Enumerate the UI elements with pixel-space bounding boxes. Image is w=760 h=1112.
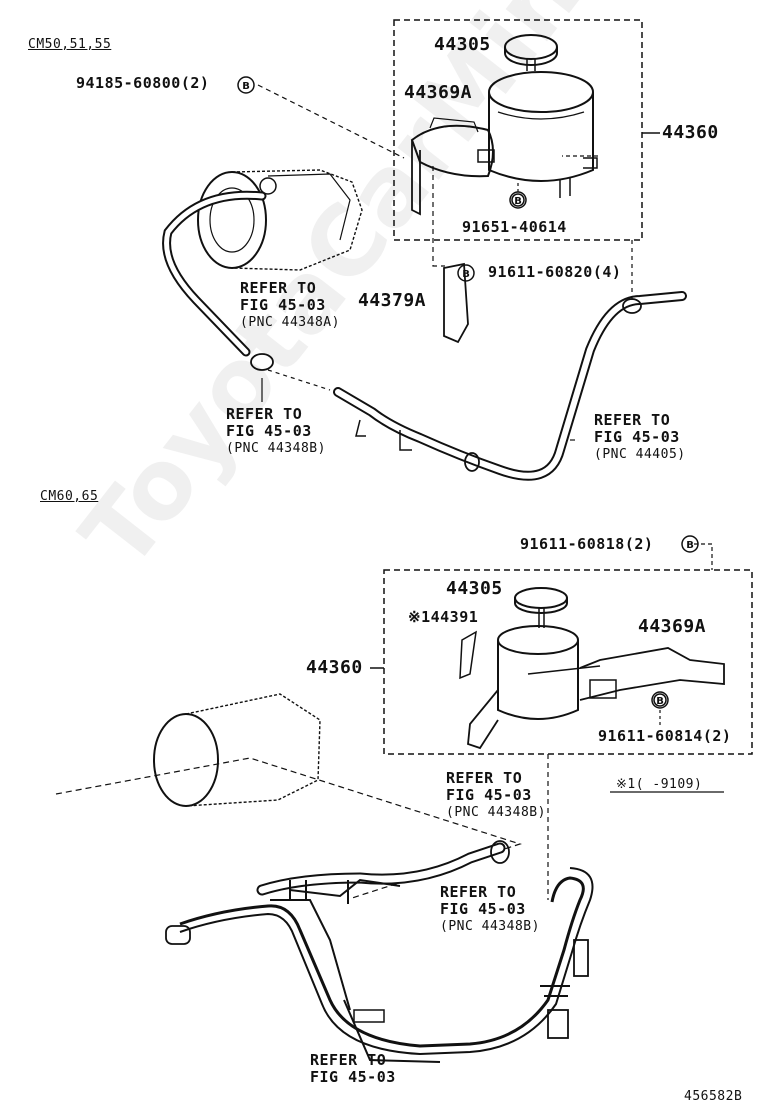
part-label-44305-bottom: 44305 [446,578,503,599]
figure-id: 456582B [684,1089,743,1104]
part-label-91611-60818: 91611-60818(2) [520,535,654,553]
refer-note-top-2: REFER TO FIG 45-03 (PNC 44348B) [226,406,326,457]
refer-fig: FIG 45-03 [240,296,326,314]
refer-line: REFER TO [226,405,303,423]
part-label-44360-top: 44360 [662,122,719,143]
pressure-line-bottom [179,876,585,1048]
refer-pnc: (PNC 44348B) [446,805,546,820]
refer-note-bottom-2: REFER TO FIG 45-03 (PNC 44348B) [440,884,540,935]
footnote-range: ※1( -9109) [616,777,703,792]
part-label-44305-top: 44305 [434,34,491,55]
refer-note-bottom-3: REFER TO FIG 45-03 [310,1052,396,1086]
part-label-44360-bottom: 44360 [306,657,363,678]
part-label-94185: 94185-60800(2) [76,74,210,92]
reservoir-tank-top [488,71,594,113]
refer-note-top-3: REFER TO FIG 45-03 (PNC 44405) [594,412,686,463]
circle-mark-5: B [656,696,664,707]
clip-44391 [459,630,477,680]
refer-pnc: (PNC 44348A) [240,315,340,330]
refer-pnc: (PNC 44348B) [226,441,326,456]
part-label-44391: ※144391 [408,608,479,626]
refer-fig: FIG 45-03 [446,786,532,804]
circle-mark-1: B [242,81,250,92]
circle-mark-4: B [686,540,694,551]
circle-mark-3: B [462,269,470,280]
refer-line: REFER TO [594,411,671,429]
reservoir-bracket-bottom [579,647,725,701]
refer-line: REFER TO [240,279,317,297]
refer-pnc: (PNC 44348B) [440,919,540,934]
reservoir-cap-top [504,34,558,60]
section-header-bottom: CM60,65 [40,489,99,504]
part-label-91651: 91651-40614 [462,218,567,236]
section-header-top: CM50,51,55 [28,37,112,52]
refer-fig: FIG 45-03 [440,900,526,918]
refer-line: REFER TO [440,883,517,901]
refer-pnc: (PNC 44405) [594,447,686,462]
part-label-44379a: 44379A [358,290,427,311]
part-label-91611-60814: 91611-60814(2) [598,727,732,745]
part-label-91611-60820: 91611-60820(4) [488,263,622,281]
reservoir-bracket-top [410,124,494,178]
refer-fig: FIG 45-03 [226,422,312,440]
pump-pulley-top [197,171,267,269]
refer-note-bottom-1: REFER TO FIG 45-03 (PNC 44348B) [446,770,546,821]
refer-line: REFER TO [310,1051,387,1069]
refer-fig: FIG 45-03 [310,1068,396,1086]
reservoir-tank-bottom [497,625,579,655]
refer-fig: FIG 45-03 [594,428,680,446]
top-group-box [393,19,643,241]
pump-pulley-bottom [153,713,219,807]
refer-line: REFER TO [446,769,523,787]
part-label-44369a-bottom: 44369A [638,616,707,637]
bottom-group-box [383,569,753,755]
refer-note-top-1: REFER TO FIG 45-03 (PNC 44348A) [240,280,340,331]
reservoir-cap-bottom [514,587,568,609]
circle-mark-2: B [514,196,522,207]
part-label-44369a-top: 44369A [404,82,473,103]
mount-bracket-44379a [443,262,469,344]
